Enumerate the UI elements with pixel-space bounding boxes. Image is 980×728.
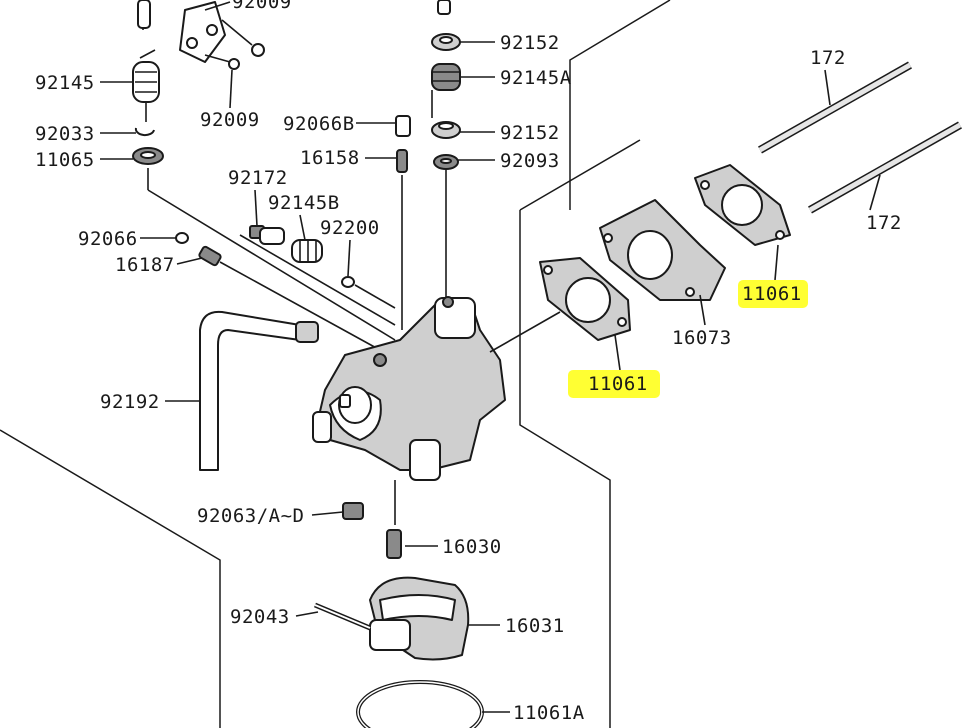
callout-92033: 92033 — [35, 123, 95, 145]
jet-16158 — [396, 149, 408, 330]
gasket-11061-front — [539, 257, 631, 341]
stud-172-lower — [808, 121, 962, 214]
callout-92145A: 92145A — [500, 67, 572, 89]
screw-92009-upper — [221, 19, 265, 57]
plug-92066B — [395, 115, 411, 137]
callout-11061A: 11061A — [513, 702, 585, 724]
callout-92152-top: 92152 — [500, 32, 560, 54]
pin-92043 — [314, 602, 371, 631]
stud-172-upper — [758, 61, 912, 154]
callout-92172: 92172 — [228, 167, 288, 189]
section-boundaries — [0, 0, 671, 728]
stack-92152-92145A — [431, 0, 461, 300]
callout-16030: 16030 — [442, 536, 502, 558]
callout-92145: 92145 — [35, 72, 95, 94]
carburetor-body — [312, 296, 506, 481]
clip-92033 — [134, 127, 155, 137]
callout-16073: 16073 — [672, 327, 732, 349]
callout-92152-mid: 92152 — [500, 122, 560, 144]
callout-11061-rear: 11061 — [742, 283, 802, 305]
callout-92043: 92043 — [230, 606, 290, 628]
spring-92145 — [132, 49, 160, 122]
callout-92063: 92063/A~D — [197, 505, 304, 527]
gasket-11061-rear — [694, 164, 791, 246]
callout-labels: 92009 92009 92145 92033 11065 92152 9214… — [35, 0, 902, 724]
screw-92172 — [249, 225, 285, 245]
callout-92066B: 92066B — [283, 113, 355, 135]
callout-172-lower: 172 — [866, 212, 902, 234]
callout-92093: 92093 — [500, 150, 560, 172]
spring-92145B — [291, 239, 323, 263]
spacer-16073 — [599, 199, 726, 301]
ring-92200 — [341, 276, 396, 309]
callout-16187: 16187 — [115, 254, 175, 276]
leader-lines — [100, 1, 881, 713]
callout-16031: 16031 — [505, 615, 565, 637]
seal-11065 — [132, 147, 164, 165]
screw-92009-lower — [204, 54, 240, 70]
jet-16030 — [386, 529, 402, 559]
callout-92009-top: 92009 — [232, 0, 292, 13]
float-16031 — [369, 576, 470, 661]
callout-11061-front: 11061 — [588, 373, 648, 395]
callout-92066: 92066 — [78, 228, 138, 250]
screw-92063 — [342, 502, 364, 520]
plug-92066 — [175, 232, 189, 244]
callout-92200: 92200 — [320, 217, 380, 239]
callout-92009-mid: 92009 — [200, 109, 260, 131]
highlight-11061-rear — [738, 280, 808, 308]
callout-172-upper: 172 — [810, 47, 846, 69]
screw-16187 — [198, 245, 381, 351]
callout-11065: 11065 — [35, 149, 95, 171]
callout-92145B: 92145B — [268, 192, 340, 214]
hose-92192 — [199, 310, 319, 471]
highlight-11061-front — [568, 370, 660, 398]
oring-11061A — [356, 680, 484, 728]
callout-16158: 16158 — [300, 147, 360, 169]
callout-92192: 92192 — [100, 391, 160, 413]
throttle-plate — [137, 0, 226, 63]
